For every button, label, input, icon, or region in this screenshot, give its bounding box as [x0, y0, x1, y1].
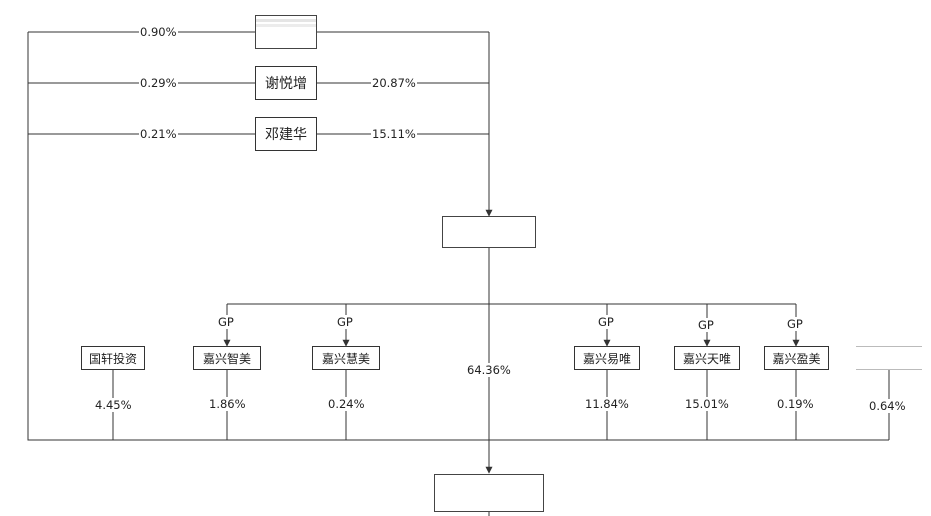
- yingmei-label: 嘉兴盈美: [772, 351, 821, 366]
- top-box-redaction-strip: [256, 24, 316, 27]
- edge-deng-left-pct: 0.21%: [139, 127, 178, 141]
- yiwei-label: 嘉兴易唯: [582, 351, 631, 366]
- gp-label-tianwei: GP: [697, 318, 715, 332]
- edge-xie-middle-pct: 20.87%: [371, 76, 417, 90]
- guoxuan-box: 国轩投资: [81, 346, 145, 370]
- gp-label-zhimei: GP: [217, 315, 235, 329]
- edge-right-hidden-pct: 0.64%: [868, 399, 907, 413]
- middle-company-box: [442, 216, 536, 248]
- huimei-label: 嘉兴慧美: [321, 351, 370, 366]
- edge-xie-left-pct: 0.29%: [139, 76, 178, 90]
- edge-guoxuan-pct: 4.45%: [94, 398, 133, 412]
- gp-label-huimei: GP: [336, 315, 354, 329]
- xie-yuezeng-box: 谢悦增: [255, 66, 317, 100]
- deng-jianhua-box: 邓建华: [255, 117, 317, 151]
- edge-top-left-pct: 0.90%: [139, 25, 178, 39]
- zhimei-label: 嘉兴智美: [202, 351, 251, 366]
- tianwei-label: 嘉兴天唯: [682, 351, 731, 366]
- xie-yuezeng-label: 谢悦增: [265, 76, 307, 92]
- yiwei-box: 嘉兴易唯: [574, 346, 640, 370]
- edge-tianwei-pct: 15.01%: [684, 397, 730, 411]
- edge-deng-middle-pct: 15.11%: [371, 127, 417, 141]
- gp-label-yingmei: GP: [786, 317, 804, 331]
- guoxuan-label: 国轩投资: [88, 351, 137, 366]
- yingmei-box: 嘉兴盈美: [764, 346, 829, 370]
- zhimei-box: 嘉兴智美: [193, 346, 261, 370]
- edge-yingmei-pct: 0.19%: [776, 397, 815, 411]
- deng-jianhua-label: 邓建华: [265, 127, 307, 143]
- gp-label-yiwei: GP: [597, 315, 615, 329]
- bottom-company-box: [434, 474, 544, 512]
- huimei-box: 嘉兴慧美: [312, 346, 380, 370]
- edge-huimei-pct: 0.24%: [327, 397, 366, 411]
- right-hidden-box: [856, 346, 922, 370]
- edge-middle-bottom-pct: 64.36%: [466, 363, 512, 377]
- top-box-redaction-strip: [256, 19, 316, 22]
- left-trunk-line: [27, 32, 489, 441]
- edge-zhimei-pct: 1.86%: [208, 397, 247, 411]
- edge-yiwei-pct: 11.84%: [584, 397, 630, 411]
- tianwei-box: 嘉兴天唯: [674, 346, 740, 370]
